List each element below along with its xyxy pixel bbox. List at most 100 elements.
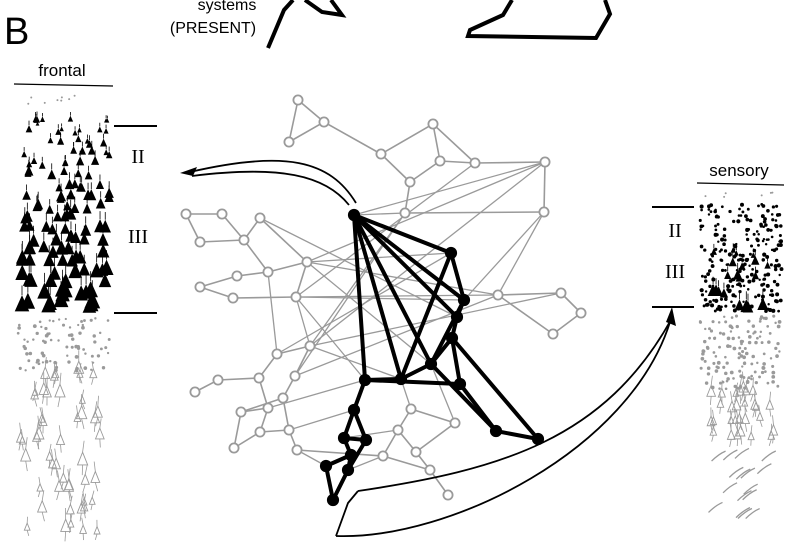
cell-dot (759, 317, 762, 320)
gray-edge (289, 410, 354, 430)
spindle-neuron (709, 502, 723, 512)
gray-edge (475, 162, 545, 163)
cell-dot (23, 345, 26, 348)
frontal-layer-ii: II (131, 146, 144, 168)
frontal-pyramidal-neuron (75, 169, 82, 177)
gray-edge (381, 124, 433, 154)
cell-dot (771, 365, 774, 368)
outline-neuron (56, 434, 64, 444)
cell-dot (82, 324, 84, 326)
cell-dot (757, 294, 760, 297)
gray-node (284, 425, 293, 434)
outline-neuron (710, 427, 716, 435)
cell-dot (774, 268, 777, 271)
cell-dot (741, 254, 745, 258)
gray-node (540, 157, 549, 166)
black-node (458, 294, 469, 305)
cell-dot (49, 360, 51, 362)
cell-dot (71, 337, 74, 340)
cell-dot (775, 219, 778, 222)
cell-dot (746, 238, 749, 241)
frontal-pyramidal-neuron (41, 220, 51, 231)
black-node (320, 460, 331, 471)
cell-dot (743, 263, 746, 266)
outline-neuron (727, 430, 735, 439)
cell-dot (77, 347, 80, 350)
right-star-shape (468, 0, 610, 38)
cell-dot (757, 204, 760, 207)
cell-dot (94, 317, 96, 319)
gray-node (548, 329, 557, 338)
cell-dot (93, 334, 96, 337)
cell-dot (752, 279, 756, 283)
cell-dot (701, 357, 705, 361)
frontal-pyramidal-neuron (47, 169, 56, 179)
cell-dot (767, 238, 770, 241)
cell-dot (743, 362, 746, 365)
frontal-pyramidal-neuron (100, 139, 107, 147)
neuron-dendrite (711, 376, 712, 386)
frontal-pyramidal-neuron (39, 161, 46, 168)
cell-dot (90, 319, 93, 322)
neuron-axon (56, 469, 57, 478)
black-edge (431, 364, 496, 431)
cell-dot (738, 290, 741, 293)
cell-dot (736, 325, 739, 328)
gray-node (263, 403, 272, 412)
gray-node (291, 292, 300, 301)
cell-dot (700, 209, 703, 212)
neuron-dendrite (55, 449, 56, 459)
cell-dot (45, 334, 49, 338)
frontal-pyramidal-neuron (91, 156, 99, 165)
spindle-neuron (757, 464, 771, 474)
neuron-axon (735, 424, 737, 430)
cell-dot (776, 385, 779, 388)
neuron-axon (745, 424, 746, 432)
neuron-axon (58, 397, 60, 407)
neuron-axon (42, 512, 44, 521)
gray-edge (200, 240, 244, 242)
cell-dot (749, 219, 753, 223)
cell-dot (738, 356, 741, 359)
outline-neuron (55, 384, 65, 397)
cell-dot (733, 347, 737, 351)
cell-dot (764, 223, 768, 227)
cell-dot (60, 100, 62, 102)
cell-dot (709, 203, 713, 207)
cell-dot (728, 252, 732, 256)
neuron-dendrite (82, 390, 83, 396)
gray-edge (289, 122, 324, 142)
frontal-neurons (15, 95, 114, 542)
cell-dot (717, 361, 721, 365)
outline-neuron (734, 430, 741, 439)
outline-neuron (717, 399, 724, 407)
neuron-dendrite (42, 490, 44, 500)
frontal-pyramidal-neuron (104, 128, 109, 134)
cell-dot (718, 346, 721, 349)
cell-dot (771, 375, 775, 379)
frontal-column: frontal II III (14, 61, 157, 541)
gray-node (236, 407, 245, 416)
gray-edge (244, 240, 268, 272)
cell-dot (715, 366, 718, 369)
neuron-dendrite (76, 405, 77, 413)
cell-dot (84, 352, 86, 354)
cell-dot (717, 223, 720, 226)
gray-node (195, 237, 204, 246)
sensory-neurons (699, 192, 784, 519)
gray-edge (431, 364, 455, 423)
cell-dot (708, 208, 711, 211)
cell-dot (93, 340, 96, 343)
cell-dot (757, 244, 760, 247)
cell-dot (763, 317, 766, 320)
cell-dot (83, 366, 87, 370)
frontal-pyramidal-neuron (31, 157, 37, 164)
black-node (425, 358, 436, 369)
outline-neuron (37, 484, 43, 491)
cell-dot (719, 382, 722, 385)
black-edge (354, 215, 431, 364)
cell-dot (778, 274, 780, 276)
cell-dot (67, 360, 70, 363)
cell-dot (719, 332, 722, 335)
cell-dot (769, 229, 772, 232)
